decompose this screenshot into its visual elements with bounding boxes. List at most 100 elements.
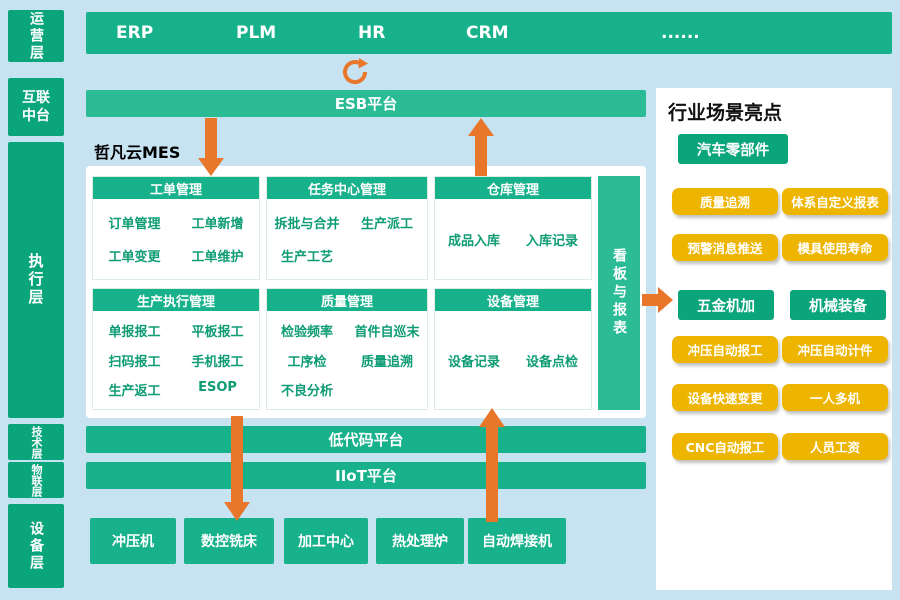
layer-middleware: 互联中台 <box>8 78 64 136</box>
low-code-platform-bar: 低代码平台 <box>86 426 646 453</box>
module-quality-body: 检验频率 首件自巡末 工序检 质量追溯 不良分析 <box>267 311 427 409</box>
arrow-up-devices-to-mes <box>478 408 506 522</box>
pill-mold-lifetime: 模具使用寿命 <box>782 234 888 261</box>
module-task-center: 任务中心管理 拆批与合并 生产派工 生产工艺 <box>266 176 428 280</box>
layer-technology: 技术层 <box>8 424 64 460</box>
module-warehouse: 仓库管理 成品入库 入库记录 <box>434 176 592 280</box>
esb-label: ESB平台 <box>334 95 398 113</box>
module-item: 工单新增 <box>191 217 244 232</box>
device-cnc-milling: 数控铣床 <box>184 518 274 564</box>
module-item: 成品入库 <box>447 233 500 249</box>
iiot-platform-bar: IIoT平台 <box>86 462 646 489</box>
device-label: 冲压机 <box>112 534 154 550</box>
pill-cnc-auto-report: CNC自动报工 <box>672 433 778 460</box>
module-equipment: 设备管理 设备记录 设备点检 <box>434 288 592 410</box>
pill-stamping-auto-count: 冲压自动计件 <box>782 336 888 363</box>
module-work-order: 工单管理 订单管理 工单新增 工单变更 工单维护 <box>92 176 260 280</box>
device-machining-center: 加工中心 <box>284 518 368 564</box>
module-task-center-header: 任务中心管理 <box>267 177 427 199</box>
pill-label: 预警消息推送 <box>687 241 763 256</box>
industry-header-auto-parts-label: 汽车零部件 <box>696 142 770 159</box>
ellipsis-label: ...... <box>661 23 700 43</box>
kanban-report-bar: 看板与报表 <box>598 176 640 410</box>
pill-label: 设备快速变更 <box>687 391 763 406</box>
module-quality: 质量管理 检验频率 首件自巡末 工序检 质量追溯 不良分析 <box>266 288 428 410</box>
layer-iot-label: 物联层 <box>30 463 43 497</box>
pill-quick-equipment-change: 设备快速变更 <box>672 384 778 411</box>
layer-device-label: 设备层 <box>28 520 44 572</box>
pill-stamping-auto-report: 冲压自动报工 <box>672 336 778 363</box>
arrow-down-esb-to-mes <box>197 118 225 176</box>
layer-middleware-label: 互联中台 <box>22 89 50 124</box>
module-item: 平板报工 <box>191 325 244 341</box>
pill-label: 质量追溯 <box>699 195 750 210</box>
module-quality-header: 质量管理 <box>267 289 427 311</box>
erp-label: ERP <box>116 23 154 43</box>
pill-label: 一人多机 <box>809 391 860 406</box>
industry-header-machinery-label: 机械装备 <box>809 298 867 315</box>
device-label: 数控铣床 <box>201 534 257 550</box>
module-production-execution: 生产执行管理 单报报工 平板报工 扫码报工 手机报工 生产返工 ESOP <box>92 288 260 410</box>
esb-bar: ESB平台 <box>86 90 646 117</box>
pill-one-person-multi-machine: 一人多机 <box>782 384 888 411</box>
module-item: 设备记录 <box>447 354 500 370</box>
device-auto-welding-machine: 自动焊接机 <box>468 518 566 564</box>
module-item: 生产返工 <box>108 383 161 399</box>
sync-icon <box>340 57 370 87</box>
layer-iot: 物联层 <box>8 462 64 498</box>
module-item: 设备点检 <box>525 354 578 370</box>
layer-device: 设备层 <box>8 504 64 588</box>
layer-operation: 运营层 <box>8 10 64 62</box>
kanban-report-label: 看板与报表 <box>611 248 627 338</box>
pill-personnel-wages: 人员工资 <box>782 433 888 460</box>
hr-label: HR <box>358 23 386 43</box>
device-label: 自动焊接机 <box>482 534 552 550</box>
industry-header-machinery: 机械装备 <box>790 290 886 320</box>
module-item: 不良分析 <box>280 383 333 399</box>
pill-label: 冲压自动报工 <box>687 343 763 358</box>
crm-label: CRM <box>466 23 509 43</box>
mes-title: 哲凡云MES <box>94 143 181 162</box>
module-work-order-header: 工单管理 <box>93 177 259 199</box>
device-label: 热处理炉 <box>392 534 448 550</box>
module-item: 生产工艺 <box>280 250 333 265</box>
module-item: 扫码报工 <box>108 354 161 370</box>
module-item: 单报报工 <box>108 325 161 341</box>
module-item: 质量追溯 <box>360 354 413 370</box>
module-equipment-header: 设备管理 <box>435 289 591 311</box>
layer-technology-label: 技术层 <box>30 425 43 459</box>
device-heat-treatment-furnace: 热处理炉 <box>376 518 464 564</box>
module-item: 拆批与合并 <box>274 217 340 232</box>
pill-alert-push: 预警消息推送 <box>672 234 778 261</box>
layer-operation-label: 运营层 <box>28 10 44 62</box>
plm-label: PLM <box>236 23 277 43</box>
arrow-down-mes-to-devices <box>223 416 251 522</box>
device-label: 加工中心 <box>298 534 354 550</box>
pill-label: 模具使用寿命 <box>797 241 873 256</box>
device-punch-press: 冲压机 <box>90 518 176 564</box>
module-production-execution-body: 单报报工 平板报工 扫码报工 手机报工 生产返工 ESOP <box>93 311 259 409</box>
low-code-platform-label: 低代码平台 <box>328 431 404 449</box>
module-equipment-body: 设备记录 设备点检 <box>435 311 591 409</box>
pill-label: CNC自动报工 <box>685 440 765 455</box>
layer-execution-label: 执行层 <box>26 253 45 307</box>
arrow-right-to-industry-panel <box>642 286 674 314</box>
arrow-up-mes-to-esb <box>467 118 495 176</box>
pill-label: 人员工资 <box>809 440 860 455</box>
module-item: 检验频率 <box>280 325 333 341</box>
iiot-platform-label: IIoT平台 <box>335 467 397 485</box>
module-item: 工单变更 <box>108 250 161 265</box>
module-task-center-body: 拆批与合并 生产派工 生产工艺 <box>267 199 427 279</box>
module-production-execution-header: 生产执行管理 <box>93 289 259 311</box>
pill-label: 体系自定义报表 <box>791 195 879 210</box>
module-item: 工序检 <box>287 354 327 370</box>
pill-quality-trace: 质量追溯 <box>672 188 778 215</box>
module-item: 首件自巡末 <box>354 325 420 341</box>
module-work-order-body: 订单管理 工单新增 工单变更 工单维护 <box>93 199 259 279</box>
layer-execution: 执行层 <box>8 142 64 418</box>
module-item: 入库记录 <box>525 233 578 249</box>
industry-header-metal-machining-label: 五金机加 <box>697 298 755 315</box>
industry-header-metal-machining: 五金机加 <box>678 290 774 320</box>
module-item: ESOP <box>198 379 237 395</box>
